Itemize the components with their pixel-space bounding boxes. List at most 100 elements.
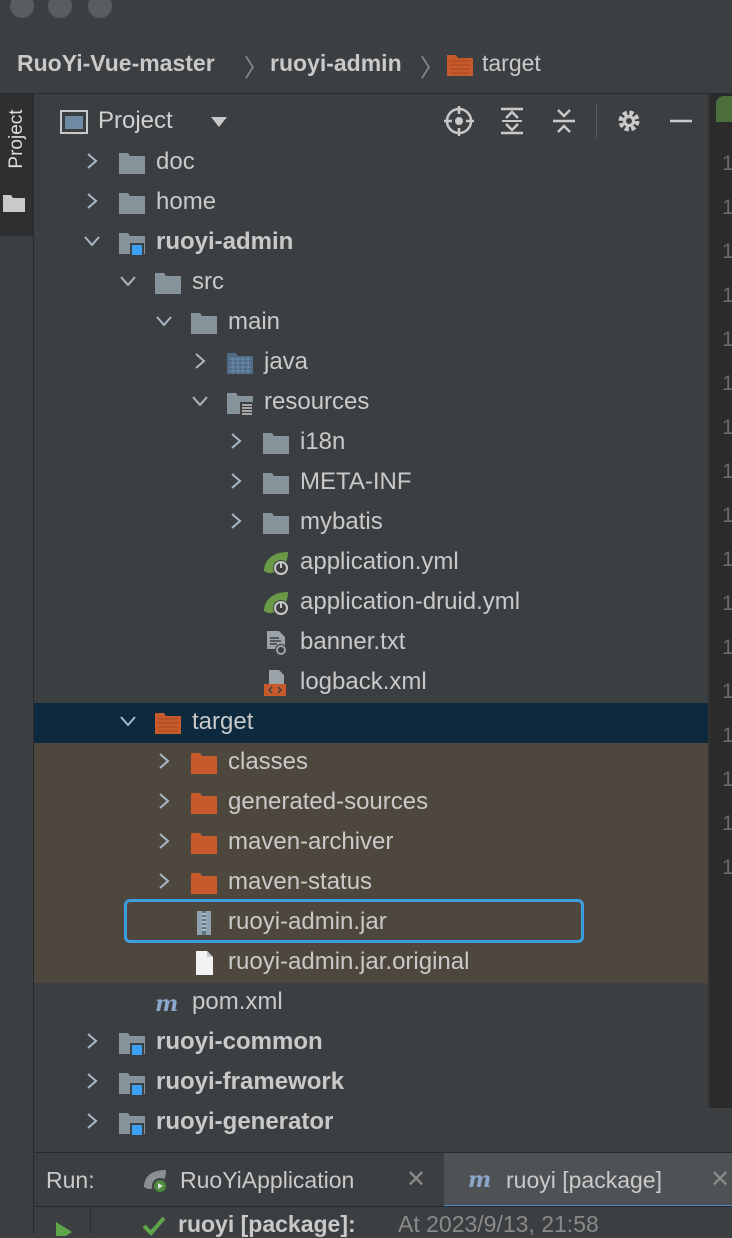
chevron-down-icon[interactable] [118, 271, 138, 291]
chevron-right-icon[interactable] [154, 751, 174, 771]
tree-item-label: META-INF [300, 468, 412, 495]
tree-item-meta-inf[interactable]: META-INF [34, 463, 708, 503]
text-file-icon [262, 629, 290, 657]
tree-item-label: banner.txt [300, 628, 406, 655]
tree-item-ruoyi-admin[interactable]: ruoyi-admin [34, 223, 708, 263]
chevron-right-icon[interactable] [82, 1031, 102, 1051]
breadcrumb-project[interactable]: RuoYi-Vue-master [17, 50, 215, 76]
line-number: 1 [722, 196, 732, 220]
collapse-all-icon[interactable] [549, 106, 579, 136]
module-folder-icon [118, 229, 146, 257]
xml-file-icon [262, 669, 290, 697]
tree-item-label: ruoyi-common [156, 1028, 323, 1055]
tree-item-application-druid-yml[interactable]: application-druid.yml [34, 583, 708, 623]
tree-item-classes[interactable]: classes [34, 743, 708, 783]
folder-icon [154, 269, 182, 297]
tree-item-ruoyi-admin-jar[interactable]: ruoyi-admin.jar [34, 903, 708, 943]
run-tab-ruoyi-package[interactable]: ruoyi [package] ✕ [444, 1153, 732, 1208]
tree-item-home[interactable]: home [34, 183, 708, 223]
tree-item-ruoyi-admin-jar-original[interactable]: ruoyi-admin.jar.original [34, 943, 708, 983]
tool-window-stripe: Project [0, 94, 34, 1234]
line-number: 1 [722, 724, 732, 748]
tree-item-doc[interactable]: doc [34, 143, 708, 183]
tree-item-label: i18n [300, 428, 346, 455]
tree-item-maven-archiver[interactable]: maven-archiver [34, 823, 708, 863]
chevron-right-icon[interactable] [154, 831, 174, 851]
chevron-right-icon[interactable] [82, 191, 102, 211]
resources-folder-icon [226, 389, 254, 417]
chevron-right-icon[interactable] [154, 871, 174, 891]
chevron-down-icon[interactable] [190, 391, 210, 411]
tree-item-label: maven-archiver [228, 828, 394, 855]
spring-run-icon [144, 1170, 168, 1194]
project-stripe-label: Project [6, 109, 27, 169]
line-number: 1 [722, 240, 732, 264]
line-number: 1 [722, 856, 732, 880]
folder-icon [118, 189, 146, 217]
tree-item-i18n[interactable]: i18n [34, 423, 708, 463]
project-tool-window-tab[interactable]: Project [0, 94, 33, 236]
tree-item-label: application-druid.yml [300, 588, 521, 615]
tree-item-src[interactable]: src [34, 263, 708, 303]
project-view-selector[interactable]: Project [98, 107, 173, 134]
breadcrumb-module[interactable]: ruoyi-admin [270, 50, 402, 76]
tree-item-ruoyi-generator[interactable]: ruoyi-generator [34, 1103, 708, 1143]
maven-icon [154, 989, 182, 1017]
source-folder-icon [226, 349, 254, 377]
gear-icon[interactable] [614, 106, 644, 136]
tree-item-maven-status[interactable]: maven-status [34, 863, 708, 903]
module-folder-icon [118, 1109, 146, 1137]
folder-icon [190, 309, 218, 337]
chevron-right-icon[interactable] [226, 471, 246, 491]
chevron-down-icon[interactable] [118, 711, 138, 731]
close-icon[interactable]: ✕ [710, 1166, 731, 1193]
line-number: 1 [722, 592, 732, 616]
excluded-folder-icon [190, 829, 218, 857]
tree-item-resources[interactable]: resources [34, 383, 708, 423]
tree-item-java[interactable]: java [34, 343, 708, 383]
tree-item-label: pom.xml [192, 988, 283, 1015]
folder-icon [262, 429, 290, 457]
project-panel-header: Project [34, 94, 708, 149]
close-window-button[interactable] [10, 0, 34, 18]
chevron-right-icon[interactable] [226, 511, 246, 531]
tree-item-banner-txt[interactable]: banner.txt [34, 623, 708, 663]
chevron-right-icon[interactable] [82, 1071, 102, 1091]
module-folder-icon [118, 1029, 146, 1057]
line-number: 1 [722, 152, 732, 176]
tree-item-pom-xml[interactable]: pom.xml [34, 983, 708, 1023]
chevron-right-icon[interactable] [190, 351, 210, 371]
line-number: 1 [722, 636, 732, 660]
chevron-right-icon[interactable] [82, 1111, 102, 1131]
minimize-window-button[interactable] [48, 0, 72, 18]
chevron-down-icon[interactable] [82, 231, 102, 251]
breadcrumb-folder[interactable]: target [482, 50, 541, 76]
run-tab-ruoyiapplication[interactable]: RuoYiApplication ✕ [138, 1153, 432, 1207]
chevron-right-icon[interactable] [154, 791, 174, 811]
tree-item-target[interactable]: target [34, 703, 708, 743]
spring-config-icon [262, 589, 290, 617]
tree-item-main[interactable]: main [34, 303, 708, 343]
locate-file-icon[interactable] [444, 106, 474, 136]
expand-all-icon[interactable] [497, 106, 527, 136]
window-title-bar [0, 0, 732, 34]
close-icon[interactable]: ✕ [406, 1166, 427, 1193]
tree-item-application-yml[interactable]: application.yml [34, 543, 708, 583]
rerun-icon[interactable] [54, 1220, 74, 1236]
line-number: 1 [722, 416, 732, 440]
zoom-window-button[interactable] [88, 0, 112, 18]
chevron-right-icon[interactable] [82, 151, 102, 171]
project-view-icon [60, 110, 88, 134]
build-status-name[interactable]: ruoyi [package]: [178, 1211, 356, 1237]
chevron-down-icon[interactable] [154, 311, 174, 331]
tree-item-generated-sources[interactable]: generated-sources [34, 783, 708, 823]
tree-item-logback-xml[interactable]: logback.xml [34, 663, 708, 703]
hide-panel-icon[interactable] [666, 106, 696, 136]
tree-item-mybatis[interactable]: mybatis [34, 503, 708, 543]
tree-item-ruoyi-common[interactable]: ruoyi-common [34, 1023, 708, 1063]
chevron-down-icon[interactable] [210, 116, 228, 128]
file-icon [190, 949, 218, 977]
folder-icon [445, 51, 475, 79]
chevron-right-icon[interactable] [226, 431, 246, 451]
tree-item-ruoyi-framework[interactable]: ruoyi-framework [34, 1063, 708, 1103]
